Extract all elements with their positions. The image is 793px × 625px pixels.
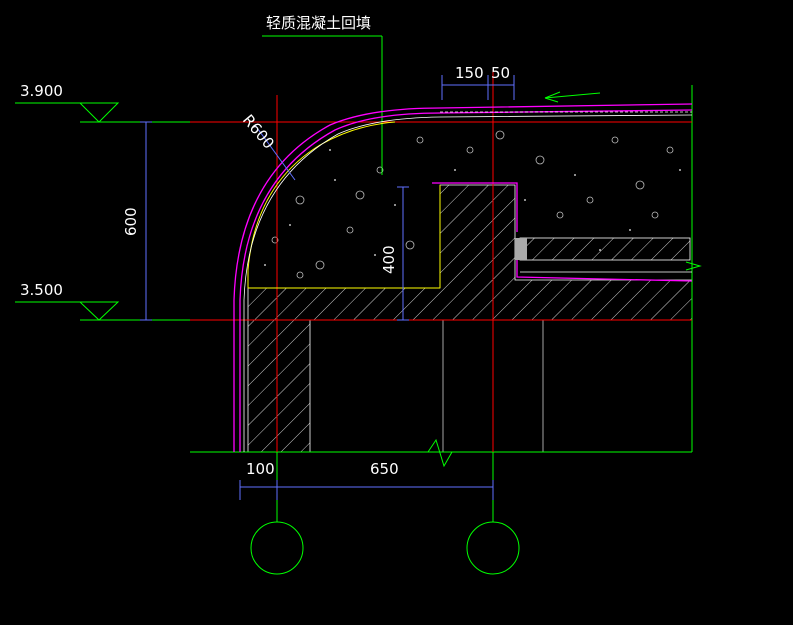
dimension-100-label: 100 [246, 460, 275, 478]
dimension-lines [140, 75, 515, 500]
stop-block [515, 238, 527, 260]
waterproof-membrane [233, 103, 693, 452]
dimension-50-label: 50 [491, 64, 510, 82]
fill-boundary [247, 121, 441, 289]
fill-note-label: 轻质混凝土回填 [266, 14, 371, 32]
dimension-650-label: 650 [370, 460, 399, 478]
dimension-radius-label: R600 [239, 111, 278, 152]
protective-layer [243, 111, 693, 452]
dimension-height-label: 600 [122, 207, 140, 236]
outline-lines [15, 35, 702, 575]
elevation-top-label: 3.900 [20, 82, 63, 100]
dimension-150-label: 150 [455, 64, 484, 82]
structure-lines [310, 319, 692, 452]
elevation-bottom-label: 3.500 [20, 281, 63, 299]
dimension-400-label: 400 [380, 245, 398, 274]
